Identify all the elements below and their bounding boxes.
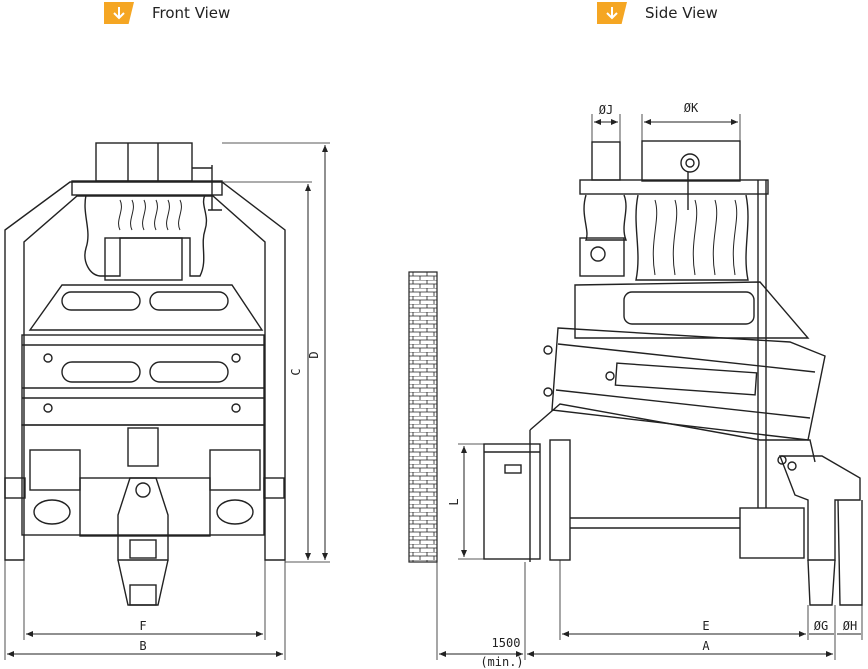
side-large-motor: [641, 140, 741, 182]
arrow-down-icon: [113, 7, 125, 20]
front-view-badge: [104, 2, 134, 24]
side-view-header: Side View: [597, 0, 718, 26]
arrow-down-icon: [606, 7, 618, 20]
side-bellows: [583, 194, 749, 281]
dim-F-label: F: [139, 619, 146, 633]
dim-A-label: A: [702, 639, 710, 653]
side-view-drawing: [483, 140, 863, 606]
dim-G-label: ØG: [814, 619, 828, 633]
side-control-cabinet: [483, 443, 541, 560]
front-main-body: [21, 334, 265, 426]
front-view-header: Front View: [104, 0, 230, 26]
front-inner-box: [104, 237, 183, 281]
side-view-title: Side View: [645, 4, 718, 22]
dim-L-label: L: [447, 498, 461, 505]
front-top-plate: [71, 180, 223, 196]
side-support-post: [549, 439, 571, 561]
front-hopper: [117, 477, 169, 561]
brick-wall: [408, 271, 438, 563]
front-lever: [192, 165, 222, 211]
front-motor-box: [95, 142, 193, 182]
side-outlet: [778, 455, 861, 561]
dim-C-label: C: [289, 368, 303, 375]
dim-B-label: B: [139, 639, 146, 653]
dim-E-label: E: [702, 619, 709, 633]
front-dimension-lines: [4, 142, 330, 660]
side-small-motor: [591, 141, 621, 181]
front-lower-body: [21, 424, 265, 536]
dim-J-label: ØJ: [599, 103, 613, 117]
side-main-body: [574, 281, 810, 339]
dim-min-note: (min.): [480, 655, 523, 669]
dim-K-label: ØK: [684, 101, 699, 115]
side-dimension-lines: [436, 114, 863, 660]
dim-H-label: ØH: [843, 619, 857, 633]
dim-D-label: D: [307, 351, 321, 358]
front-hood: [28, 284, 264, 331]
side-sieve-body: [551, 327, 826, 441]
front-view-drawing: [4, 142, 286, 606]
front-view-title: Front View: [152, 4, 231, 22]
dim-1500-label: 1500: [492, 636, 521, 650]
side-view-badge: [597, 2, 627, 24]
